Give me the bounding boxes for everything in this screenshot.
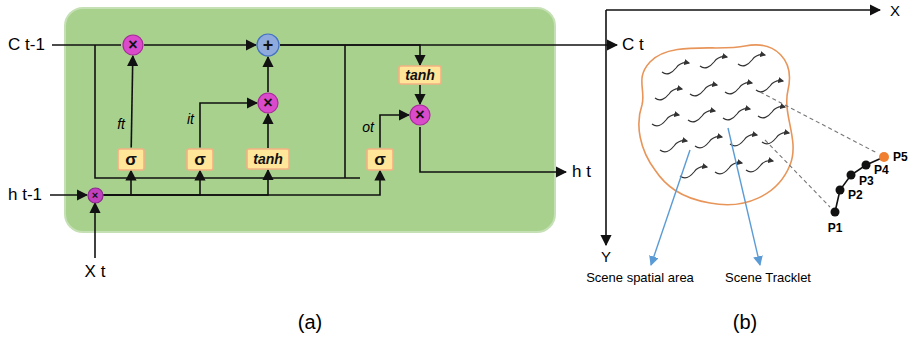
point-name: P2 <box>848 189 863 202</box>
connector <box>104 171 132 196</box>
node-outline <box>187 149 213 170</box>
cell-panel <box>65 8 555 232</box>
multiply-gate: × <box>409 104 431 126</box>
connector <box>267 57 269 92</box>
zoom-line <box>760 92 877 153</box>
tracklet-point <box>847 171 856 180</box>
node-text: × <box>415 107 424 123</box>
signal-name: h t <box>572 163 591 182</box>
connector <box>104 170 269 195</box>
callout-label: Scene spatial area <box>586 271 694 285</box>
node-text: + <box>263 36 274 54</box>
node-outline <box>367 149 393 170</box>
node-outline <box>118 149 144 170</box>
point-name: P3 <box>859 175 874 188</box>
peephole-wire <box>344 45 346 178</box>
signal-name: C t <box>622 36 644 55</box>
motion-arrow <box>730 135 757 146</box>
x-axis <box>606 9 880 11</box>
node-text: σ <box>194 151 206 168</box>
gate-name: ft <box>117 117 125 132</box>
gate-name: ot <box>362 120 374 135</box>
activation-box: tanh <box>246 148 290 170</box>
node-outline <box>88 188 103 203</box>
node-outline <box>258 93 278 113</box>
axis-name: Y <box>601 249 611 266</box>
node-text: × <box>128 37 137 53</box>
connector <box>267 114 269 148</box>
axis-name: X <box>890 3 900 20</box>
panel-caption: (a) <box>298 311 322 333</box>
connector <box>200 103 257 148</box>
connector <box>131 56 133 148</box>
leader-arrow <box>728 128 760 265</box>
motion-arrow <box>662 63 689 74</box>
scene-area-outline <box>639 45 793 205</box>
signal-name: C t-1 <box>8 36 45 55</box>
y-axis <box>605 10 607 245</box>
leader-arrow <box>651 150 690 265</box>
tracklet-point <box>879 152 889 162</box>
point-name: P4 <box>874 164 889 177</box>
tracklet-point <box>831 208 840 217</box>
signal-name: X t <box>85 263 106 282</box>
motion-arrow <box>660 141 687 152</box>
node-text: tanh <box>253 152 283 166</box>
sigmoid-box: σ <box>186 148 214 171</box>
sigmoid-box: σ <box>117 148 145 171</box>
node-outline <box>410 105 430 125</box>
callout-label: Scene Tracklet <box>725 271 811 285</box>
cell-state-wire <box>52 44 121 46</box>
activation-box: tanh <box>398 65 442 85</box>
node-text: × <box>92 190 98 201</box>
motion-arrow <box>688 111 715 122</box>
input-wire <box>94 203 96 258</box>
node-outline <box>247 149 289 169</box>
motion-arrow <box>758 107 785 118</box>
node-outline <box>257 34 279 56</box>
tracklet-point <box>862 161 871 170</box>
motion-arrow <box>725 83 752 94</box>
multiply-gate: × <box>122 34 144 56</box>
motion-arrow <box>700 57 727 68</box>
node-outline <box>399 66 441 84</box>
panel-caption: (b) <box>733 311 757 333</box>
node-outline <box>123 35 143 55</box>
connector <box>104 171 381 196</box>
point-name: P1 <box>828 222 843 235</box>
zoom-line <box>765 140 830 207</box>
connector <box>419 85 421 104</box>
multiply-gate: × <box>257 92 279 114</box>
hidden-output-wire <box>420 127 566 172</box>
connector <box>144 44 256 46</box>
motion-arrow <box>652 115 679 126</box>
add-gate: + <box>256 33 280 57</box>
motion-arrow <box>738 55 765 66</box>
tracklet-point <box>836 186 845 195</box>
node-text: tanh <box>405 68 435 82</box>
motion-arrow <box>762 133 789 144</box>
motion-arrow <box>655 89 682 100</box>
node-text: σ <box>374 151 386 168</box>
connector <box>380 115 409 148</box>
motion-arrow <box>746 161 773 172</box>
motion-arrow <box>690 85 717 96</box>
peephole-wire <box>95 45 360 178</box>
motion-arrow <box>695 137 722 148</box>
sigmoid-box: σ <box>366 148 394 171</box>
node-text: × <box>263 95 272 111</box>
hidden-input-wire <box>50 194 87 196</box>
node-text: σ <box>125 151 137 168</box>
signal-name: h t-1 <box>8 186 42 205</box>
connector <box>280 45 420 65</box>
motion-arrow <box>756 81 783 92</box>
connector <box>104 171 201 196</box>
motion-arrow <box>723 109 750 120</box>
point-name: P5 <box>893 151 908 164</box>
gate-name: it <box>187 112 194 127</box>
merge-gate: × <box>87 187 104 204</box>
